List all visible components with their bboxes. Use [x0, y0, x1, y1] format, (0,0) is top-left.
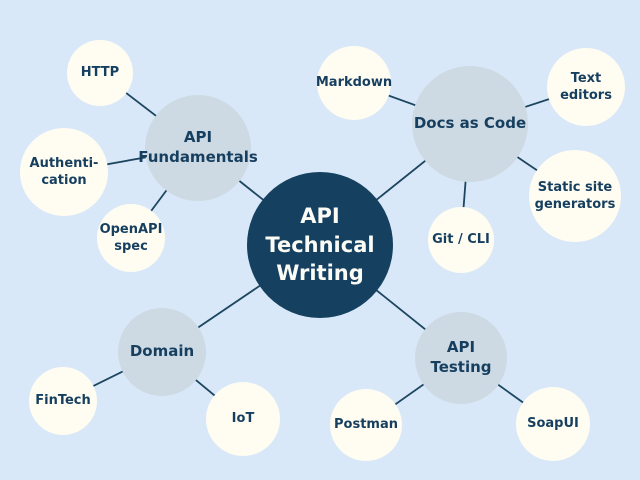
node-label: Git / CLI	[432, 232, 490, 248]
node-label: Authenti- cation	[29, 155, 99, 188]
node-label: Markdown	[315, 75, 393, 91]
node-authentication: Authenti- cation	[20, 128, 108, 216]
node-label: API Fundamentals	[138, 128, 258, 166]
node-label: HTTP	[80, 65, 120, 81]
node-static-site-generators: Static site generators	[529, 150, 621, 242]
node-label: Static site generators	[534, 179, 616, 212]
node-text-editors: Text editors	[547, 48, 625, 126]
node-label: API Testing	[430, 338, 492, 376]
node-label: Domain	[129, 342, 195, 361]
node-center-api-technical-writing: API Technical Writing	[247, 172, 393, 318]
node-label: Docs as Code	[413, 114, 527, 133]
node-label: FinTech	[35, 393, 91, 409]
node-soapui: SoapUI	[516, 387, 590, 461]
node-openapi-spec: OpenAPI spec	[97, 204, 165, 272]
node-label: Text editors	[560, 70, 612, 103]
node-git-cli: Git / CLI	[428, 207, 494, 273]
node-label: API Technical Writing	[265, 203, 375, 286]
node-postman: Postman	[330, 389, 402, 461]
node-iot: IoT	[206, 382, 280, 456]
node-label: OpenAPI spec	[99, 221, 163, 254]
node-api-fundamentals: API Fundamentals	[138, 95, 258, 201]
node-fintech: FinTech	[29, 367, 97, 435]
node-label: Postman	[334, 417, 398, 433]
node-label: IoT	[231, 411, 255, 427]
node-api-testing: API Testing	[415, 312, 507, 404]
node-docs-as-code: Docs as Code	[412, 66, 528, 182]
node-domain: Domain	[118, 308, 206, 396]
node-http: HTTP	[67, 40, 133, 106]
node-markdown: Markdown	[315, 46, 393, 120]
node-label: SoapUI	[527, 416, 579, 432]
